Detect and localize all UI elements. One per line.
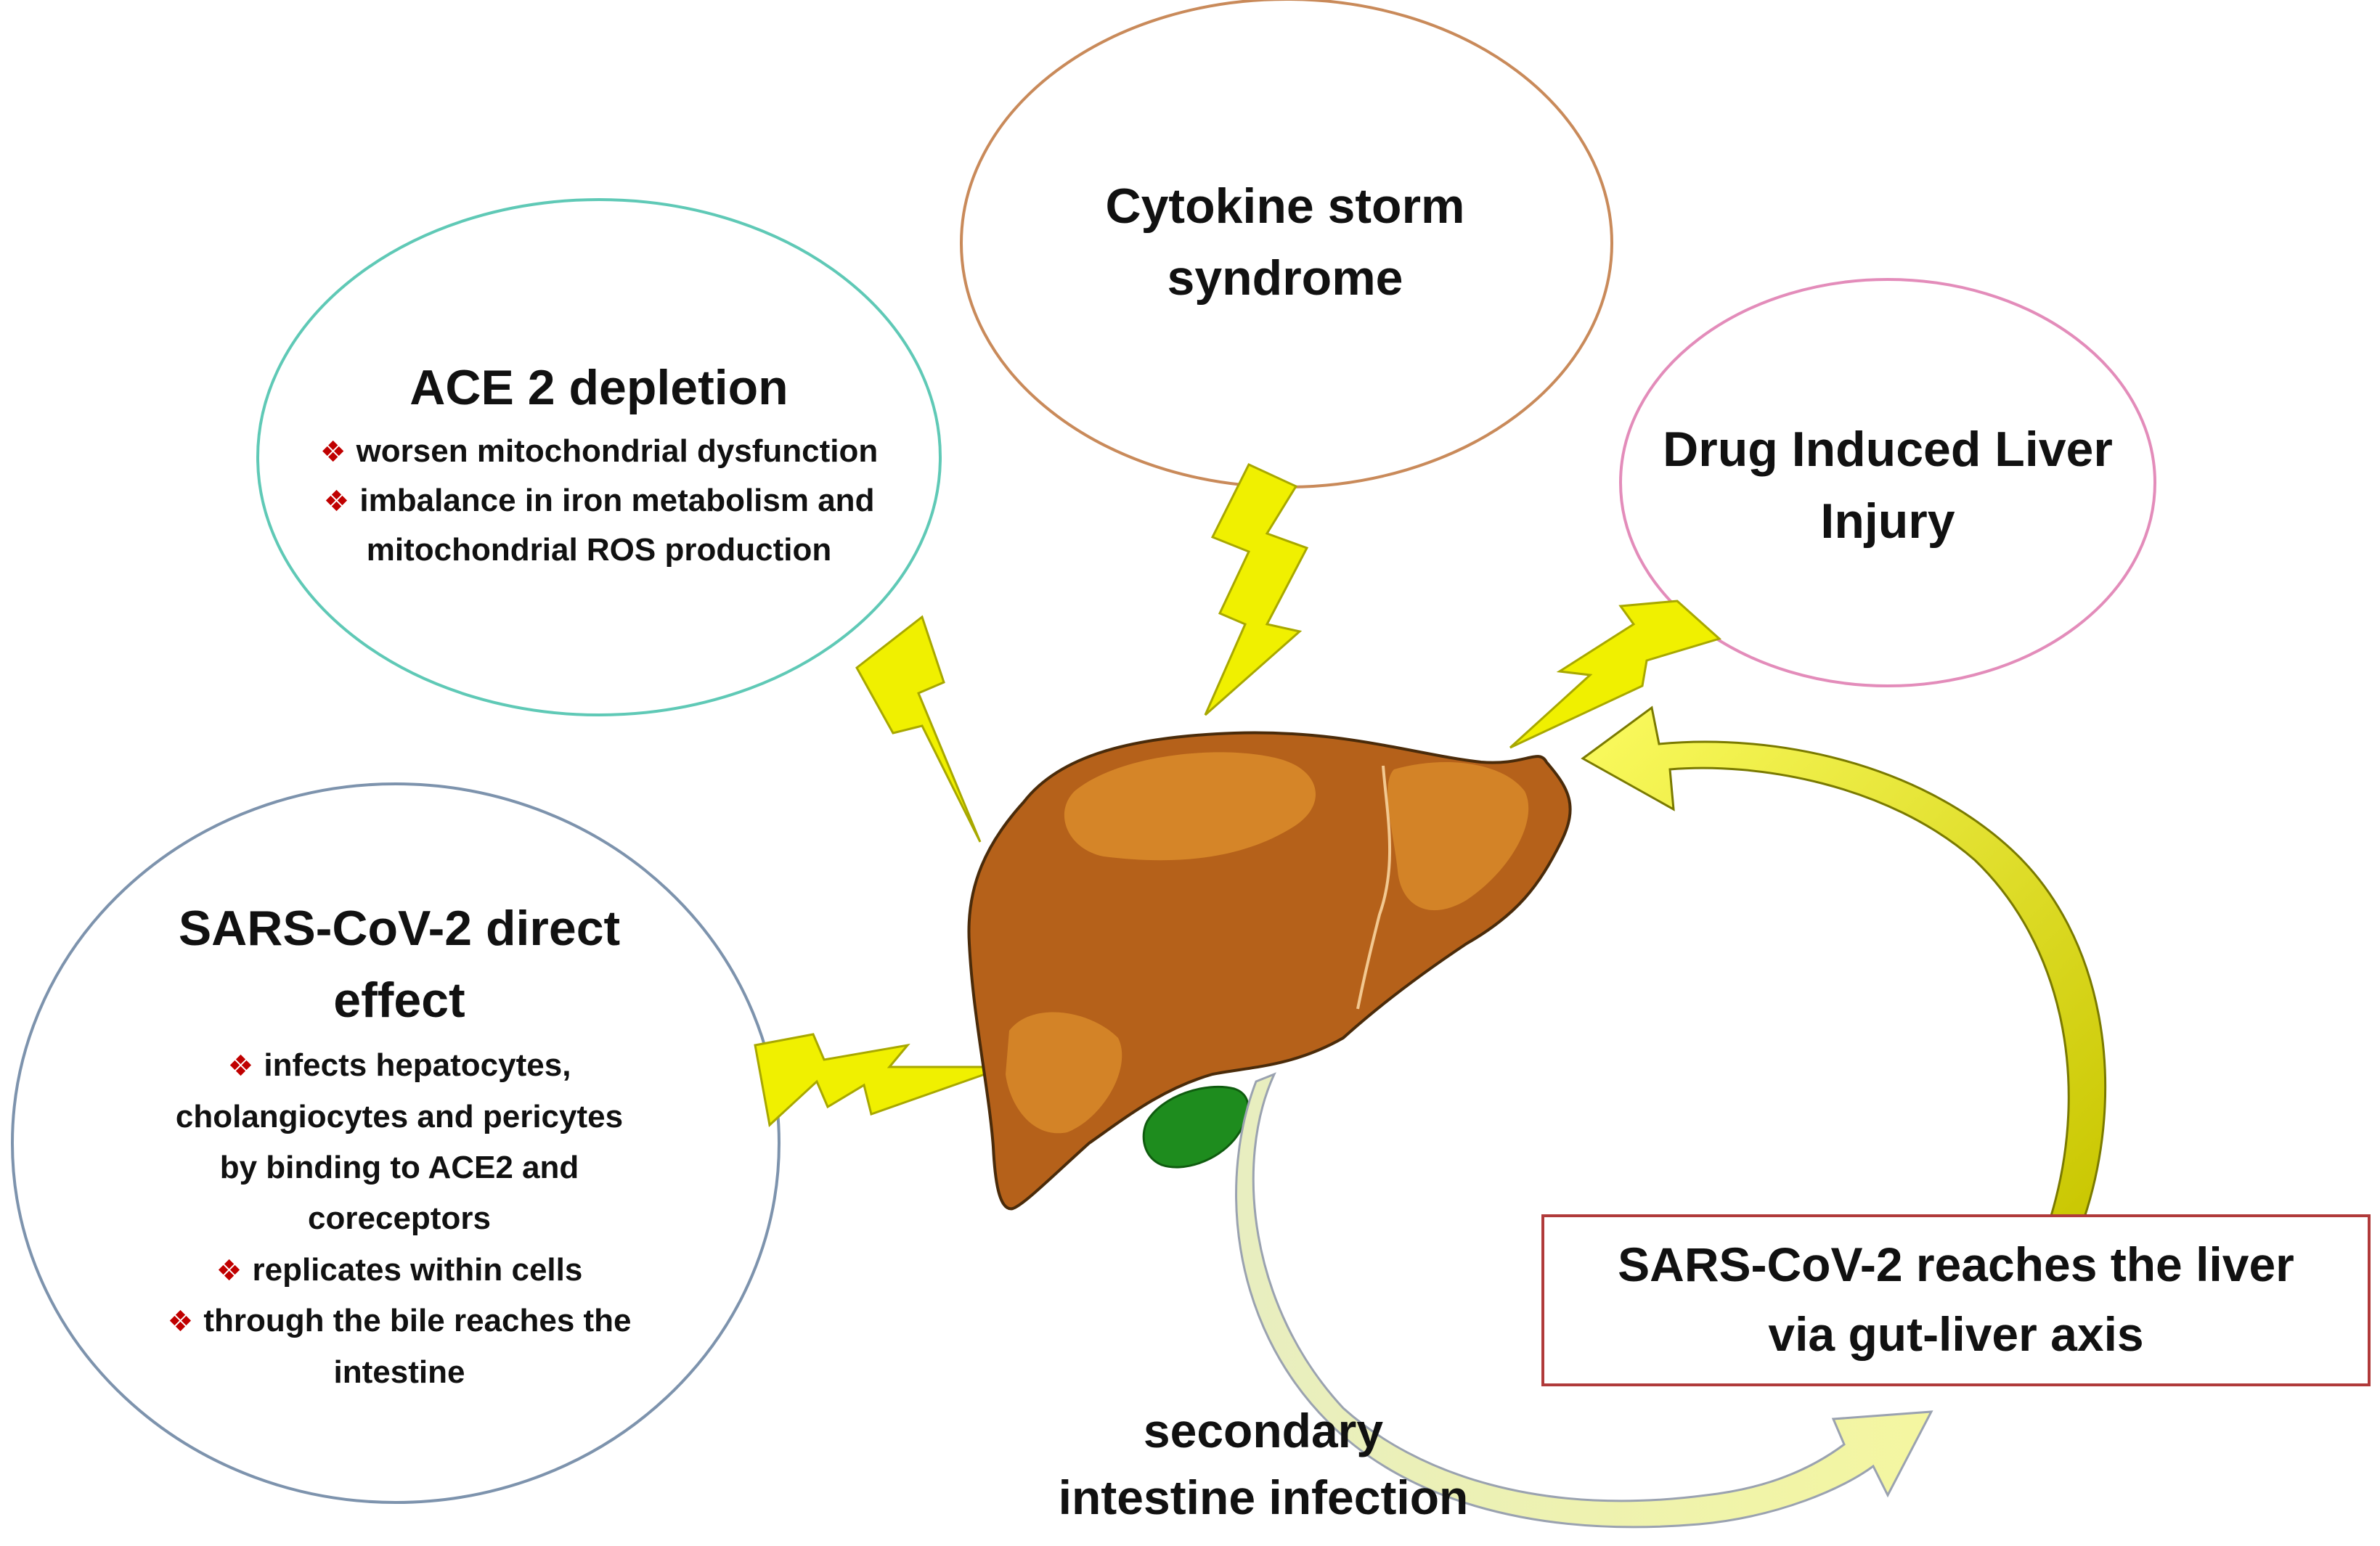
sars-direct-ellipse <box>11 782 781 1504</box>
sars-line-text-2: cholangiocytes and pericytes <box>175 1098 624 1134</box>
liver-highlight-right <box>1387 762 1529 911</box>
ace2-bullet-1: ❖ worsen mitochondrial dysfunction <box>320 427 879 476</box>
ace2-bullet-2: ❖ imbalance in iron metabolism and <box>320 476 879 525</box>
gut-liver-line1: SARS-CoV-2 reaches the liver <box>1618 1238 2294 1291</box>
sars-line-text-1: infects hepatocytes, <box>264 1047 571 1084</box>
sars-line-2: cholangiocytes and pericytes <box>167 1092 631 1142</box>
drug-title-line1: Drug Induced Liver <box>1663 422 2113 477</box>
ace2-bullet-text-3: mitochondrial ROS production <box>366 531 832 568</box>
sars-line-text-5: replicates within cells <box>252 1251 583 1288</box>
sars-direct-node: SARS-CoV-2 direct effect ❖ infects hepato… <box>87 893 712 1398</box>
sars-direct-title-line1: SARS-CoV-2 direct <box>178 901 621 956</box>
sars-line-1: ❖ infects hepatocytes, <box>167 1040 631 1091</box>
ace2-bullet-3: mitochondrial ROS production <box>320 525 879 575</box>
ace2-bullets: ❖worsen mitochondrial dysfunction ❖imbal… <box>320 427 879 576</box>
bolt-ace2 <box>855 615 982 843</box>
diamond-bullet-icon: ❖ <box>323 485 350 518</box>
liver-highlight-left <box>1006 1012 1122 1134</box>
sars-line-text-3: by binding to ACE2 and <box>219 1149 579 1185</box>
sars-line-3: by binding to ACE2 and <box>167 1142 631 1193</box>
diamond-bullet-icon: ❖ <box>227 1050 254 1083</box>
bile-to-intestine-arrow <box>1235 1072 1933 1529</box>
sars-line-7: intestine <box>167 1347 631 1398</box>
gut-liver-arrow <box>1581 705 2107 1221</box>
sars-direct-title-line2: effect <box>333 972 465 1028</box>
sars-direct-bullets: ❖ infects hepatocytes, cholangiocytes and… <box>167 1040 631 1398</box>
bolt-drug <box>1509 600 1721 749</box>
ace2-bullet-text-2: imbalance in iron metabolism and <box>359 482 875 518</box>
drug-ellipse <box>1619 278 2156 687</box>
liver-highlight <box>1064 752 1316 861</box>
cytokine-title-line1: Cytokine storm <box>1105 179 1465 234</box>
gut-liver-node: SARS-CoV-2 reaches the liver via gut-liv… <box>1543 1230 2369 1369</box>
sars-line-6: ❖ through the bile reaches the <box>167 1296 631 1346</box>
secondary-infection-node: secondary intestine infection <box>1002 1397 1525 1531</box>
drug-node: Drug Induced Liver Injury <box>1634 414 2142 557</box>
gut-liver-box <box>1541 1214 2371 1386</box>
bolt-cytokine <box>1204 463 1309 716</box>
ace2-title: ACE 2 depletion <box>409 360 788 415</box>
sars-line-text-7: intestine <box>333 1354 465 1390</box>
cytokine-node: Cytokine storm syndrome <box>1016 171 1554 314</box>
ace2-bullet-text-1: worsen mitochondrial dysfunction <box>356 433 879 469</box>
sars-line-text-4: coreceptors <box>308 1201 491 1237</box>
sars-line-text-6: through the bile reaches the <box>203 1303 632 1339</box>
diamond-bullet-icon: ❖ <box>216 1254 243 1287</box>
sars-line-4: coreceptors <box>167 1193 631 1244</box>
ace2-node: ACE 2 depletion ❖worsen mitochondrial dy… <box>276 352 922 575</box>
ace2-ellipse <box>256 198 942 716</box>
cytokine-title-line2: syndrome <box>1167 250 1403 306</box>
gallbladder-shape <box>1142 1085 1250 1169</box>
drug-title-line2: Injury <box>1820 493 1955 549</box>
secondary-line2: intestine infection <box>1058 1471 1469 1525</box>
secondary-line1: secondary <box>1143 1404 1384 1457</box>
liver-ligament <box>1356 765 1391 1010</box>
bolt-sars <box>754 1033 1006 1127</box>
sars-line-5: ❖ replicates within cells <box>167 1245 631 1296</box>
diamond-bullet-icon: ❖ <box>167 1306 194 1338</box>
gut-liver-line2: via gut-liver axis <box>1768 1306 2144 1361</box>
diamond-bullet-icon: ❖ <box>319 435 346 468</box>
